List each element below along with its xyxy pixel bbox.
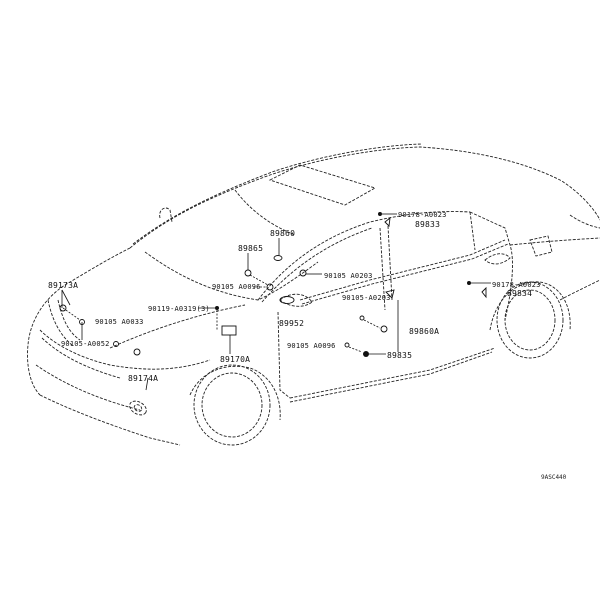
part-label-89173A[interactable]: 89173A [48,281,79,290]
part-label-89952[interactable]: 89952 [279,319,305,328]
part-label-90105-A0096-upper[interactable]: 90105 A0096 [212,283,261,291]
part-label-90105-A0096-lower[interactable]: 90105 A0096 [287,342,336,350]
part-label-89174A[interactable]: 89174A [128,374,159,383]
part-label-90119-A0319[interactable]: 90119-A0319(3) [148,305,210,313]
diagram-reference-code: 9ASC440 [541,474,567,481]
part-label-90178-A0023-front[interactable]: 90178-A0023 [398,211,447,219]
part-label-89835[interactable]: 89835 [387,351,413,360]
part-label-90105-A0033[interactable]: 90105 A0033 [95,318,144,326]
part-label-90105-A0203-upper[interactable]: 90105 A0203 [324,272,373,280]
part-label-90178-A0023-rear[interactable]: 90178-A0023 [492,281,541,289]
part-label-89860A[interactable]: 89860A [409,327,440,336]
part-label-89860[interactable]: 89860 [270,229,296,238]
part-label-89865[interactable]: 89865 [238,244,264,253]
part-label-90105-A0052[interactable]: 90105-A0052 [61,340,110,348]
part-label-90105-A0203-lower[interactable]: 90105-A0203 [342,294,391,302]
part-label-89170A[interactable]: 89170A [220,355,251,364]
part-label-89833[interactable]: 89833 [415,220,441,229]
part-label-89834[interactable]: 89834 [507,289,533,298]
